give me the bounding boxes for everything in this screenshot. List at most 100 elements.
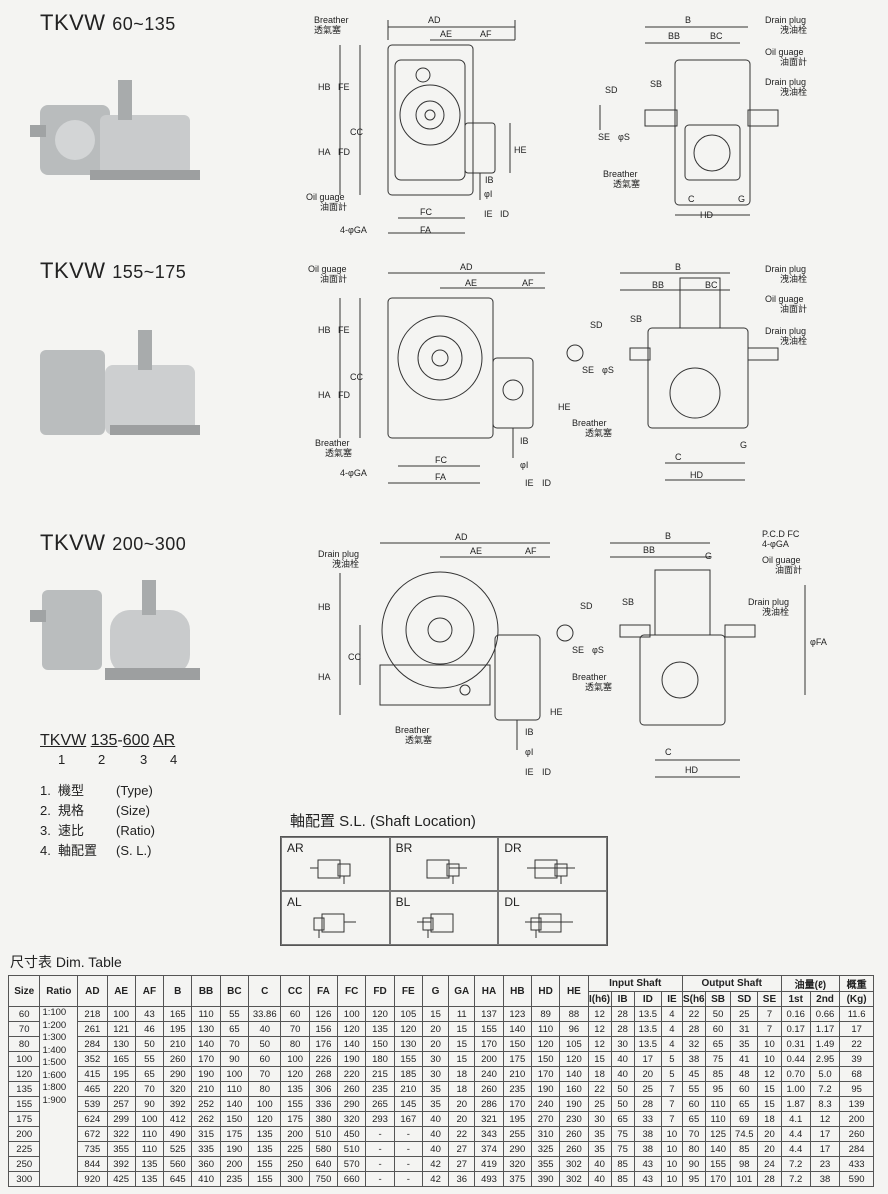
th-fd: FD	[365, 975, 395, 1007]
table-cell: 235	[365, 1081, 395, 1097]
table-cell: 176	[308, 1036, 339, 1052]
ratio-value: 1:600	[42, 1069, 67, 1081]
code-sep: -	[117, 732, 123, 749]
table-cell: 40	[610, 1066, 635, 1082]
code-index-4: 4	[170, 752, 178, 767]
drain-plug-zh-label: 洩油栓	[780, 24, 807, 35]
table-cell: 4	[660, 1036, 683, 1052]
th-ga: GA	[448, 975, 476, 1007]
table-cell: 290	[163, 1066, 193, 1082]
th-b: B	[163, 975, 193, 1007]
dim-g: G	[738, 194, 745, 204]
table-cell: 121	[106, 1021, 136, 1037]
table-cell: 250	[280, 1156, 310, 1172]
dim-sb: SB	[650, 79, 662, 89]
dim-ae: AE	[470, 546, 482, 556]
dim-fd: FD	[338, 390, 350, 400]
table-cell: 4.4	[780, 1126, 811, 1142]
table-cell: 70	[247, 1066, 282, 1082]
th-ratio: Ratio	[39, 975, 79, 1007]
breather-label: Breather	[572, 418, 607, 428]
th-g: G	[421, 975, 450, 1007]
th-ib: IB	[610, 991, 635, 1007]
table-cell: 170	[191, 1051, 221, 1067]
table-cell: 167	[393, 1111, 423, 1127]
dim-ae: AE	[440, 29, 452, 39]
table-cell: 7	[660, 1081, 683, 1097]
sl-label: DR	[504, 841, 522, 855]
sl-label: BR	[395, 841, 413, 855]
table-cell: 4.4	[780, 1141, 811, 1157]
table-cell: 170	[704, 1171, 732, 1187]
table-cell: 155	[7, 1096, 41, 1112]
table-cell: 135	[134, 1171, 165, 1187]
sl-label: DL	[504, 895, 520, 909]
dim-bb: BB	[652, 280, 664, 290]
table-cell: 35	[421, 1081, 450, 1097]
table-cell: 235	[219, 1171, 250, 1187]
table-cell: 735	[77, 1141, 108, 1157]
table-cell: 1.00	[780, 1081, 811, 1097]
table-cell: 260	[559, 1141, 589, 1157]
dim-bb: BB	[668, 31, 680, 41]
table-cell: 175	[502, 1051, 532, 1067]
table-cell: 672	[77, 1126, 108, 1142]
table-cell: 2.95	[809, 1051, 841, 1067]
th-oil: 油量(ℓ)	[780, 975, 841, 992]
table-cell: 525	[163, 1141, 193, 1157]
table-cell: 17	[809, 1141, 841, 1157]
pcd-label: P.C.D FC	[762, 529, 800, 539]
ratio-value: 1:500	[42, 1057, 67, 1068]
table-cell: 220	[106, 1081, 136, 1097]
table-cell: 150	[530, 1051, 561, 1067]
sl-cell-dl: DL	[498, 891, 607, 945]
table-cell: 100	[280, 1051, 310, 1067]
ga-label: 4-φGA	[762, 539, 789, 549]
table-cell: 15	[448, 1036, 476, 1052]
table-cell: 284	[839, 1141, 874, 1157]
shaft-arrangement-icon	[525, 913, 574, 938]
table-cell: 165	[163, 1006, 193, 1022]
table-cell: 190	[219, 1141, 250, 1157]
table-cell: 100	[7, 1051, 41, 1067]
table-cell: 0.17	[780, 1021, 811, 1037]
th-fe: FE	[393, 975, 423, 1007]
table-cell: 15	[757, 1096, 782, 1112]
breather-label: Breather	[314, 15, 349, 25]
table-cell: 43	[134, 1006, 165, 1022]
table-cell: 190	[530, 1081, 561, 1097]
table-cell: 18	[757, 1111, 782, 1127]
table-cell: 18	[448, 1081, 476, 1097]
table-cell: 10	[660, 1141, 683, 1157]
table-cell: 315	[191, 1126, 221, 1142]
table-cell: 35	[587, 1141, 612, 1157]
th-ad: AD	[77, 975, 108, 1007]
table-cell: 23	[809, 1156, 841, 1172]
table-cell: 150	[219, 1111, 250, 1127]
table-cell: 10	[660, 1126, 683, 1142]
table-cell: 80	[247, 1081, 282, 1097]
table-cell: 165	[106, 1051, 136, 1067]
table-cell: 13.5	[633, 1006, 662, 1022]
table-cell: 200	[280, 1126, 310, 1142]
table-cell: 135	[247, 1141, 282, 1157]
table-cell: 175	[7, 1111, 41, 1127]
table-cell: 175	[280, 1111, 310, 1127]
dim-fe: FE	[338, 82, 350, 92]
th-oil-1st: 1st	[780, 991, 811, 1007]
table-cell: 95	[839, 1081, 874, 1097]
dim-fc: FC	[420, 207, 432, 217]
table-cell: 7.2	[809, 1081, 841, 1097]
table-cell: 75	[704, 1051, 732, 1067]
oil-guage-zh-label: 油面計	[320, 201, 347, 212]
table-cell: 13.5	[633, 1021, 662, 1037]
table-cell: 50	[247, 1036, 282, 1052]
table-cell: 135	[280, 1081, 310, 1097]
gearbox-photo-2	[40, 330, 200, 435]
table-cell: 90	[134, 1096, 165, 1112]
table-cell: 139	[839, 1096, 874, 1112]
